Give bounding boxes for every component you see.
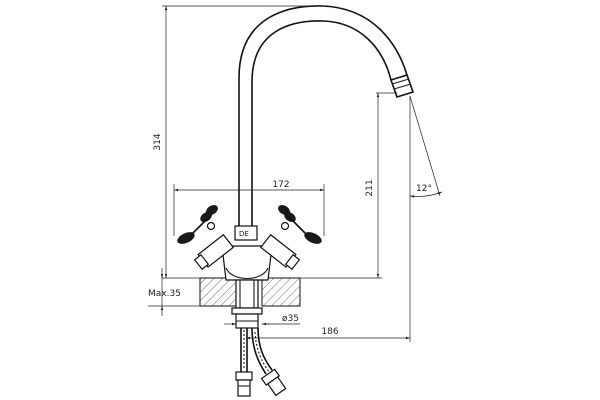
right-handle bbox=[278, 205, 322, 244]
handle-span-label: 172 bbox=[272, 180, 289, 190]
dimension-spout-angle: 12° bbox=[409, 95, 443, 198]
dimension-hole-diameter: ø35 bbox=[224, 314, 300, 326]
mounting-nut bbox=[231, 307, 263, 329]
faucet-body: DE bbox=[221, 225, 273, 309]
reach-label: 186 bbox=[321, 327, 338, 337]
dimension-total-height: 314 bbox=[153, 5, 325, 279]
countertop-section bbox=[199, 277, 301, 307]
spout bbox=[238, 5, 415, 228]
supply-hoses bbox=[235, 327, 287, 397]
max-countertop-label: Max.35 bbox=[148, 289, 181, 299]
total-height-label: 314 bbox=[153, 133, 163, 150]
body-marking: DE bbox=[239, 230, 249, 238]
dimension-spout-height: 211 bbox=[300, 92, 397, 279]
dimension-handle-span: 172 bbox=[173, 180, 325, 236]
dimension-max-countertop: Max.35 bbox=[148, 268, 200, 316]
hole-diameter-label: ø35 bbox=[282, 314, 299, 324]
spout-height-label: 211 bbox=[365, 179, 375, 196]
dimension-reach: 186 bbox=[246, 96, 411, 342]
left-handle bbox=[177, 205, 218, 244]
right-valve bbox=[259, 205, 322, 271]
spout-angle-label: 12° bbox=[416, 184, 432, 194]
left-valve bbox=[177, 205, 235, 271]
